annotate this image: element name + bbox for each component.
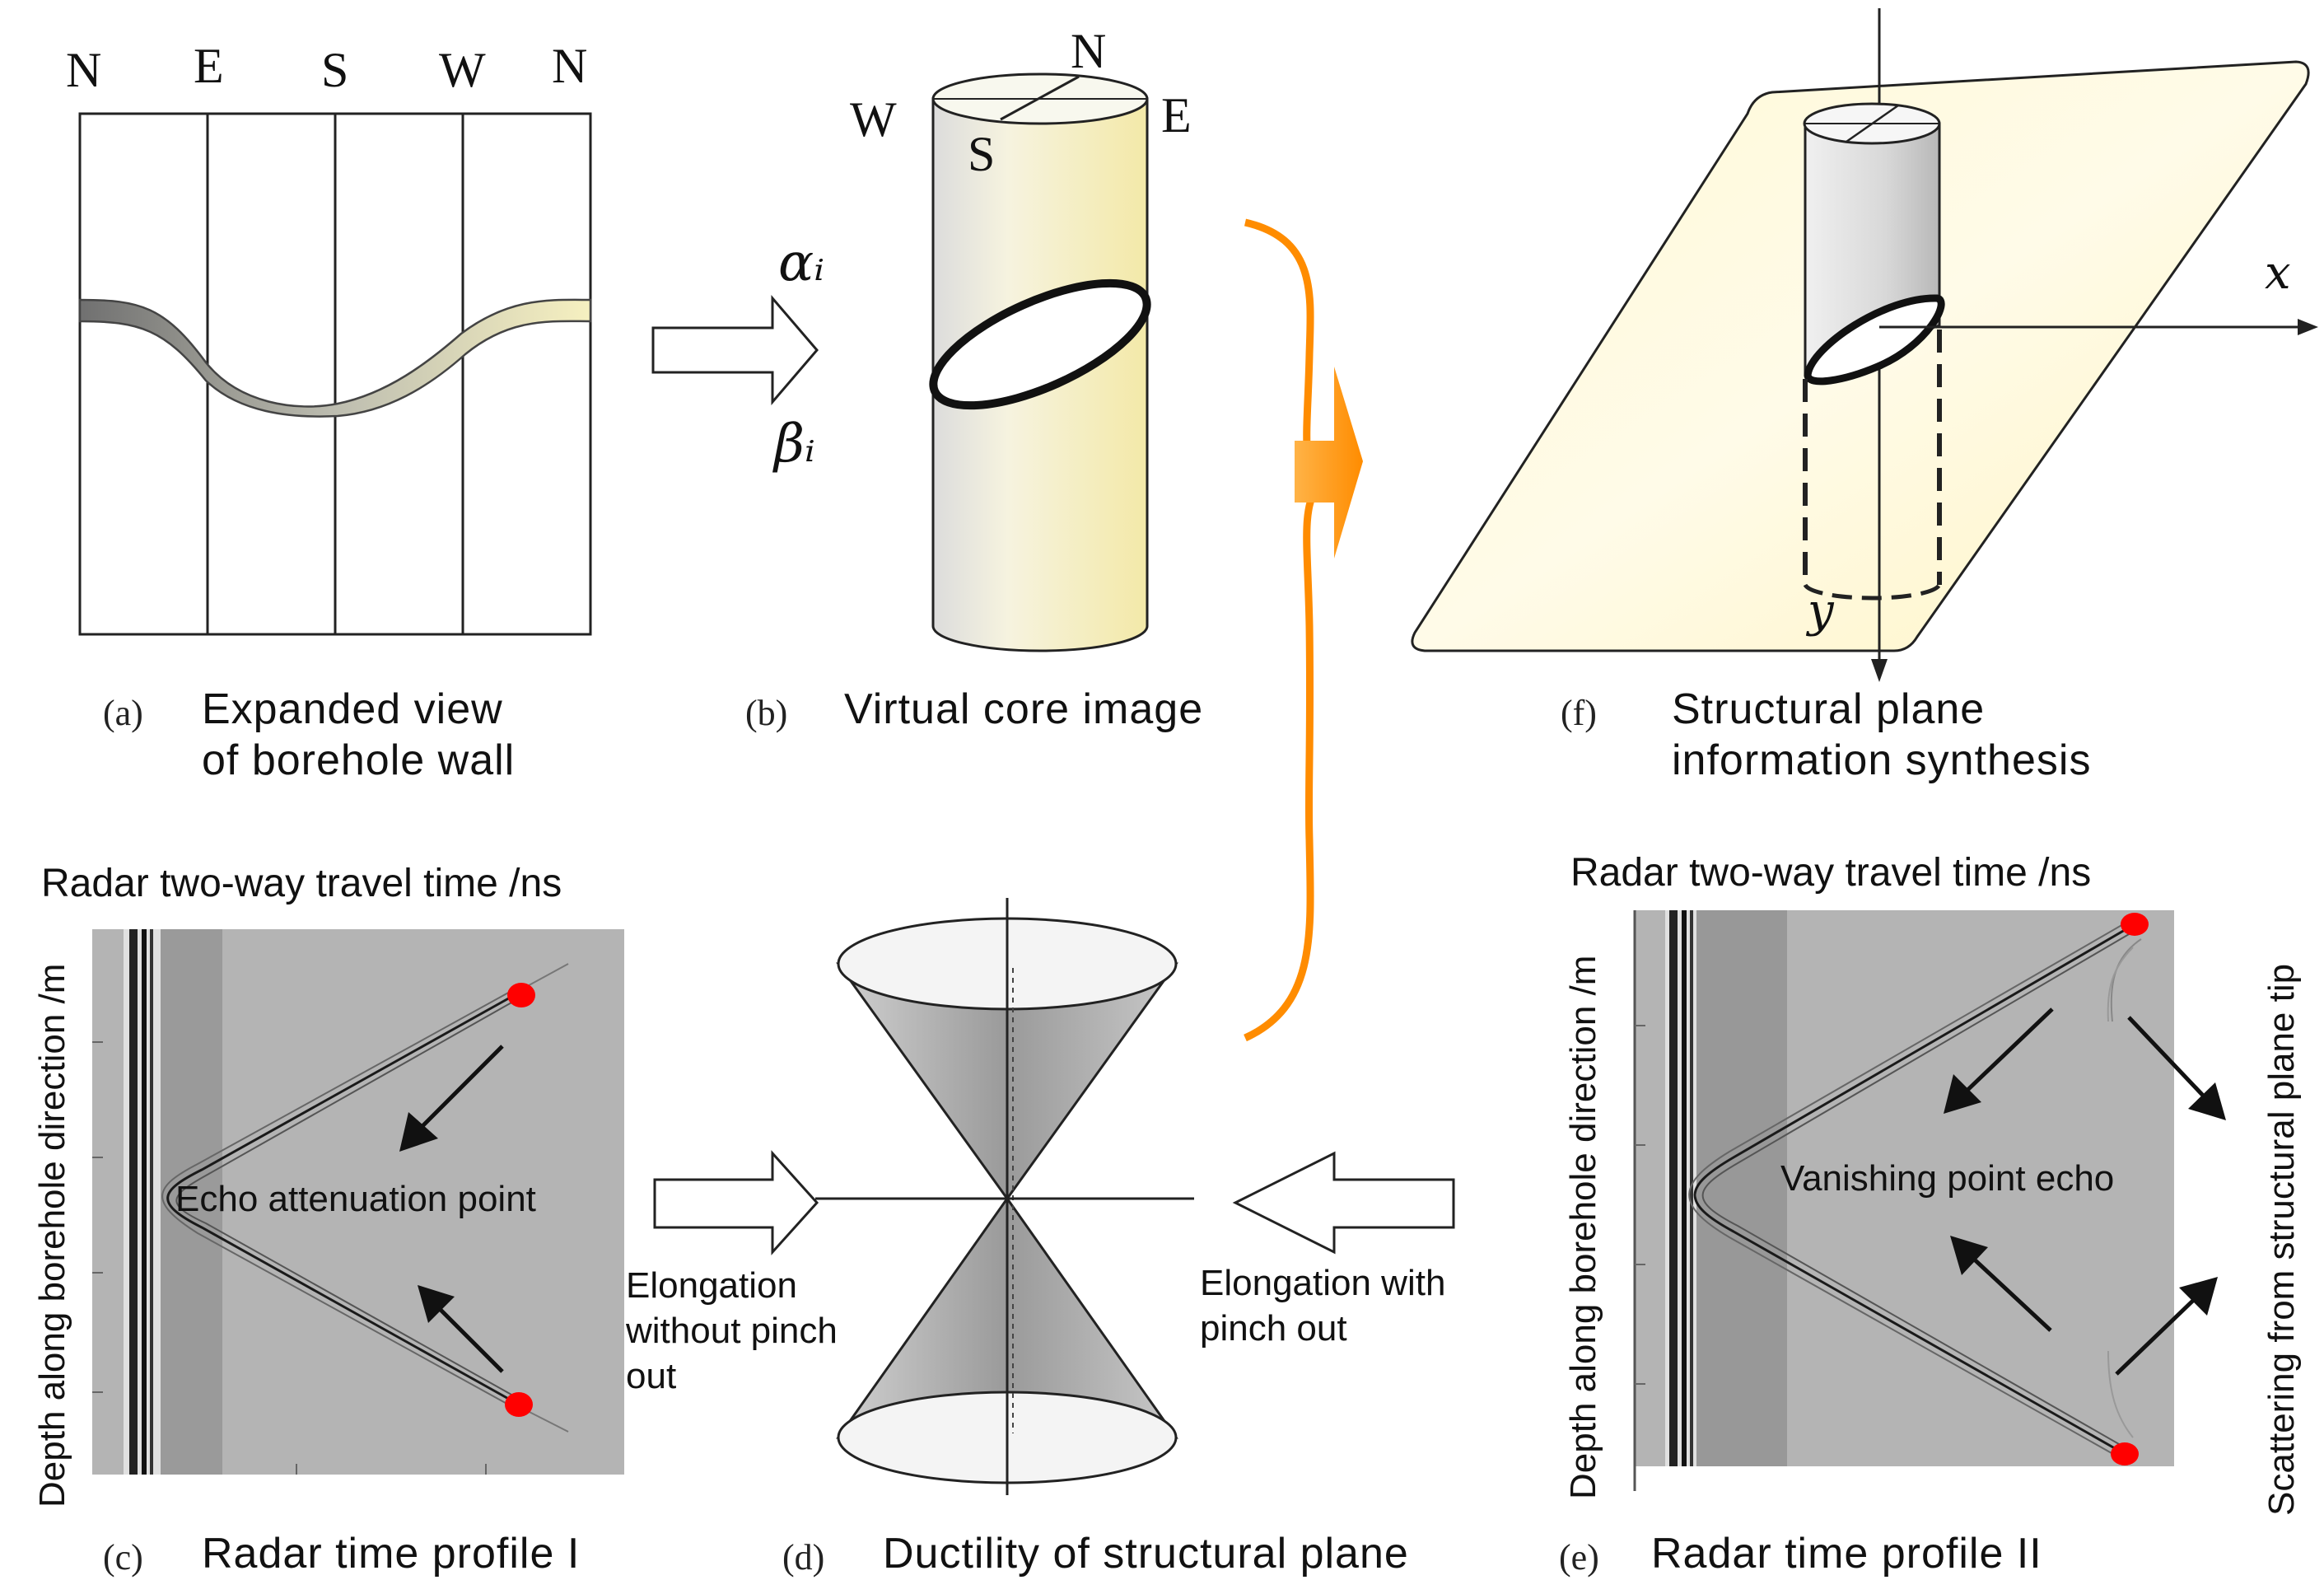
y-axis-title: Depth along borehole direction /m (1563, 956, 1603, 1499)
compass-s-label: S (968, 127, 995, 181)
panel-caption: Structural plane (1672, 685, 1985, 733)
alpha-label: αᵢ (778, 232, 824, 293)
right-vertical-label: Scattering from structural plane tip (2261, 964, 2302, 1516)
x-axis-title: Radar two-way travel time /ns (41, 862, 562, 905)
dashed-core-bottom (1803, 583, 1942, 601)
direction-label: N (66, 43, 101, 97)
tick-marks (92, 1041, 487, 1475)
right-label: pinch out (1200, 1308, 1347, 1349)
fracture-ellipse (1804, 294, 1945, 386)
panel-caption: Virtual core image (844, 685, 1203, 733)
arrow-head-icon (2179, 1277, 2218, 1316)
radar-band (161, 929, 222, 1475)
hyperbola-echo (1688, 917, 2142, 1461)
annotation-text: Echo attenuation point (175, 1179, 536, 1219)
panel-e: Radar two-way travel time /ns Depth alon… (1559, 851, 2302, 1578)
direction-label: N (552, 39, 587, 93)
arrow-line (1960, 1007, 2054, 1097)
orange-arrow-icon (1295, 367, 1363, 559)
red-point (507, 983, 535, 1007)
arrow-line (2115, 1293, 2200, 1376)
hollow-arrow-icon (1232, 1151, 1455, 1255)
radar-band (1690, 910, 1693, 1466)
panel-d: Elongation without pinch out Elongation … (625, 898, 1445, 1578)
panel-caption: Radar time profile II (1651, 1530, 2042, 1578)
y-axis-title: Depth along borehole direction /m (32, 964, 72, 1508)
left-label: out (626, 1356, 676, 1396)
x-axis-title: Radar two-way travel time /ns (1570, 851, 2091, 895)
panel-letter: (c) (103, 1537, 143, 1578)
direction-label: S (321, 43, 348, 97)
arrow-head-icon (399, 1112, 438, 1152)
axis-y-label: y (1805, 584, 1835, 638)
red-point (505, 1392, 533, 1417)
panel-letter: (f) (1561, 693, 1597, 733)
panel-caption: Radar time profile I (202, 1530, 580, 1578)
arrow-head-icon (418, 1285, 455, 1323)
radar-band (142, 929, 147, 1475)
direction-label: W (439, 43, 486, 97)
z-axis-arrowhead (1871, 659, 1888, 682)
left-label: Elongation (626, 1265, 797, 1306)
hollow-arrow-icon (653, 1150, 819, 1255)
arrow-line (2127, 1016, 2209, 1101)
arrow-line (414, 1045, 504, 1134)
panel-letter: (e) (1559, 1537, 1599, 1578)
panel-letter: (b) (745, 693, 787, 733)
panel-caption: of borehole wall (202, 736, 515, 784)
tick-marks (1635, 1025, 1645, 1385)
panel-caption: Expanded view (202, 685, 503, 733)
panel-f: x y (f) Structural plane information syn… (1411, 8, 2318, 784)
panel-letter: (a) (103, 693, 143, 733)
panel-a: N E S W N (a) Expanded view of borehole … (66, 39, 592, 784)
radar-band (1682, 910, 1687, 1466)
radar-band (150, 929, 153, 1475)
radar-band (1669, 910, 1678, 1466)
right-label: Elongation with (1200, 1263, 1445, 1303)
arrow-head-icon (1950, 1236, 1988, 1275)
left-label: without pinch (625, 1311, 838, 1351)
axis-x-label: x (2265, 246, 2291, 300)
arrow-head-icon (1944, 1074, 1981, 1114)
fracture-ellipse (929, 278, 1151, 410)
radar-band (129, 929, 138, 1475)
compass-w-label: W (850, 92, 897, 147)
red-point (2111, 1442, 2139, 1465)
direction-label: E (194, 39, 224, 93)
x-axis-arrowhead (2298, 319, 2318, 335)
arrow-head-icon (2188, 1082, 2226, 1120)
radar-band (1696, 910, 1787, 1466)
fracture-trace-band (78, 298, 592, 418)
panel-caption: Ductility of structural plane (883, 1530, 1409, 1578)
compass-n-label: N (1071, 24, 1106, 78)
panel-c: Radar two-way travel time /ns Depth alon… (32, 862, 624, 1578)
annotation-text: Vanishing point echo (1780, 1158, 2114, 1199)
panel-caption: information synthesis (1672, 736, 2091, 784)
arrow-line (435, 1304, 504, 1373)
arrow-line (1967, 1252, 2052, 1332)
panel-b: N W S E αᵢ βᵢ (b) Virtual core image (745, 24, 1203, 733)
panel-letter: (d) (782, 1537, 824, 1578)
hyperbola-echo (161, 963, 569, 1433)
compass-e-label: E (1161, 88, 1192, 143)
beta-label: βᵢ (772, 414, 815, 474)
hollow-arrow-icon (651, 294, 819, 406)
orange-brace (1244, 218, 1323, 1042)
red-point (2121, 913, 2149, 936)
